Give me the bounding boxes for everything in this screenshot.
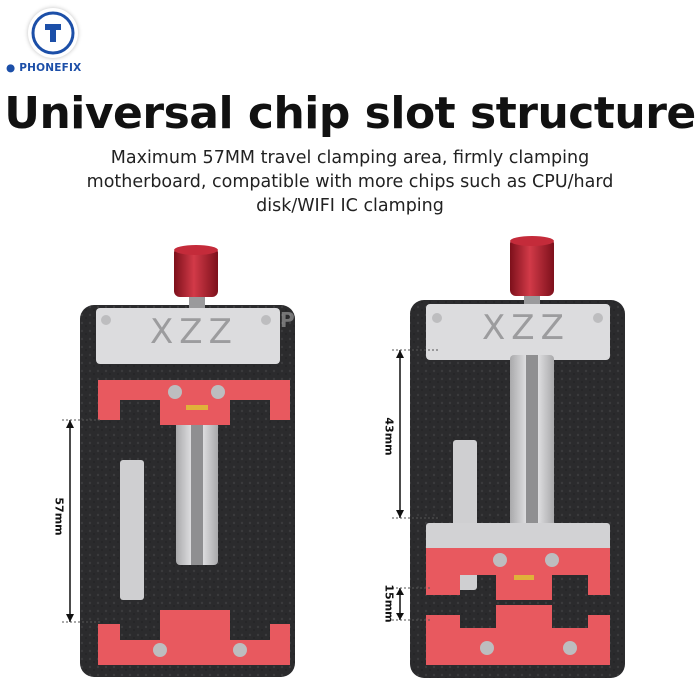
page-title: Universal chip slot structure xyxy=(4,88,696,139)
right-brand-mark: XZZ xyxy=(482,308,570,348)
left-upper-clamp xyxy=(98,380,290,425)
right-knob xyxy=(510,238,554,296)
wrench-badge-icon xyxy=(31,11,75,55)
left-knob xyxy=(174,247,218,297)
right-upper-clamp xyxy=(426,548,610,600)
right-dimension-top-label: 43mm xyxy=(382,417,396,456)
left-dimension-label: 57mm xyxy=(52,497,66,536)
logo-text: ● PHONEFIX xyxy=(6,62,82,74)
logo-badge xyxy=(28,8,78,58)
watermark: PHONEFIX xyxy=(280,308,404,332)
brand-logo: ● PHONEFIX xyxy=(6,8,116,78)
left-brand-mark: XZZ xyxy=(150,312,238,352)
right-dimension-bottom-label: 15mm xyxy=(382,584,396,623)
left-fixture xyxy=(62,245,295,677)
right-fixture xyxy=(392,236,625,678)
page-subtitle: Maximum 57MM travel clamping area, firml… xyxy=(86,148,614,216)
